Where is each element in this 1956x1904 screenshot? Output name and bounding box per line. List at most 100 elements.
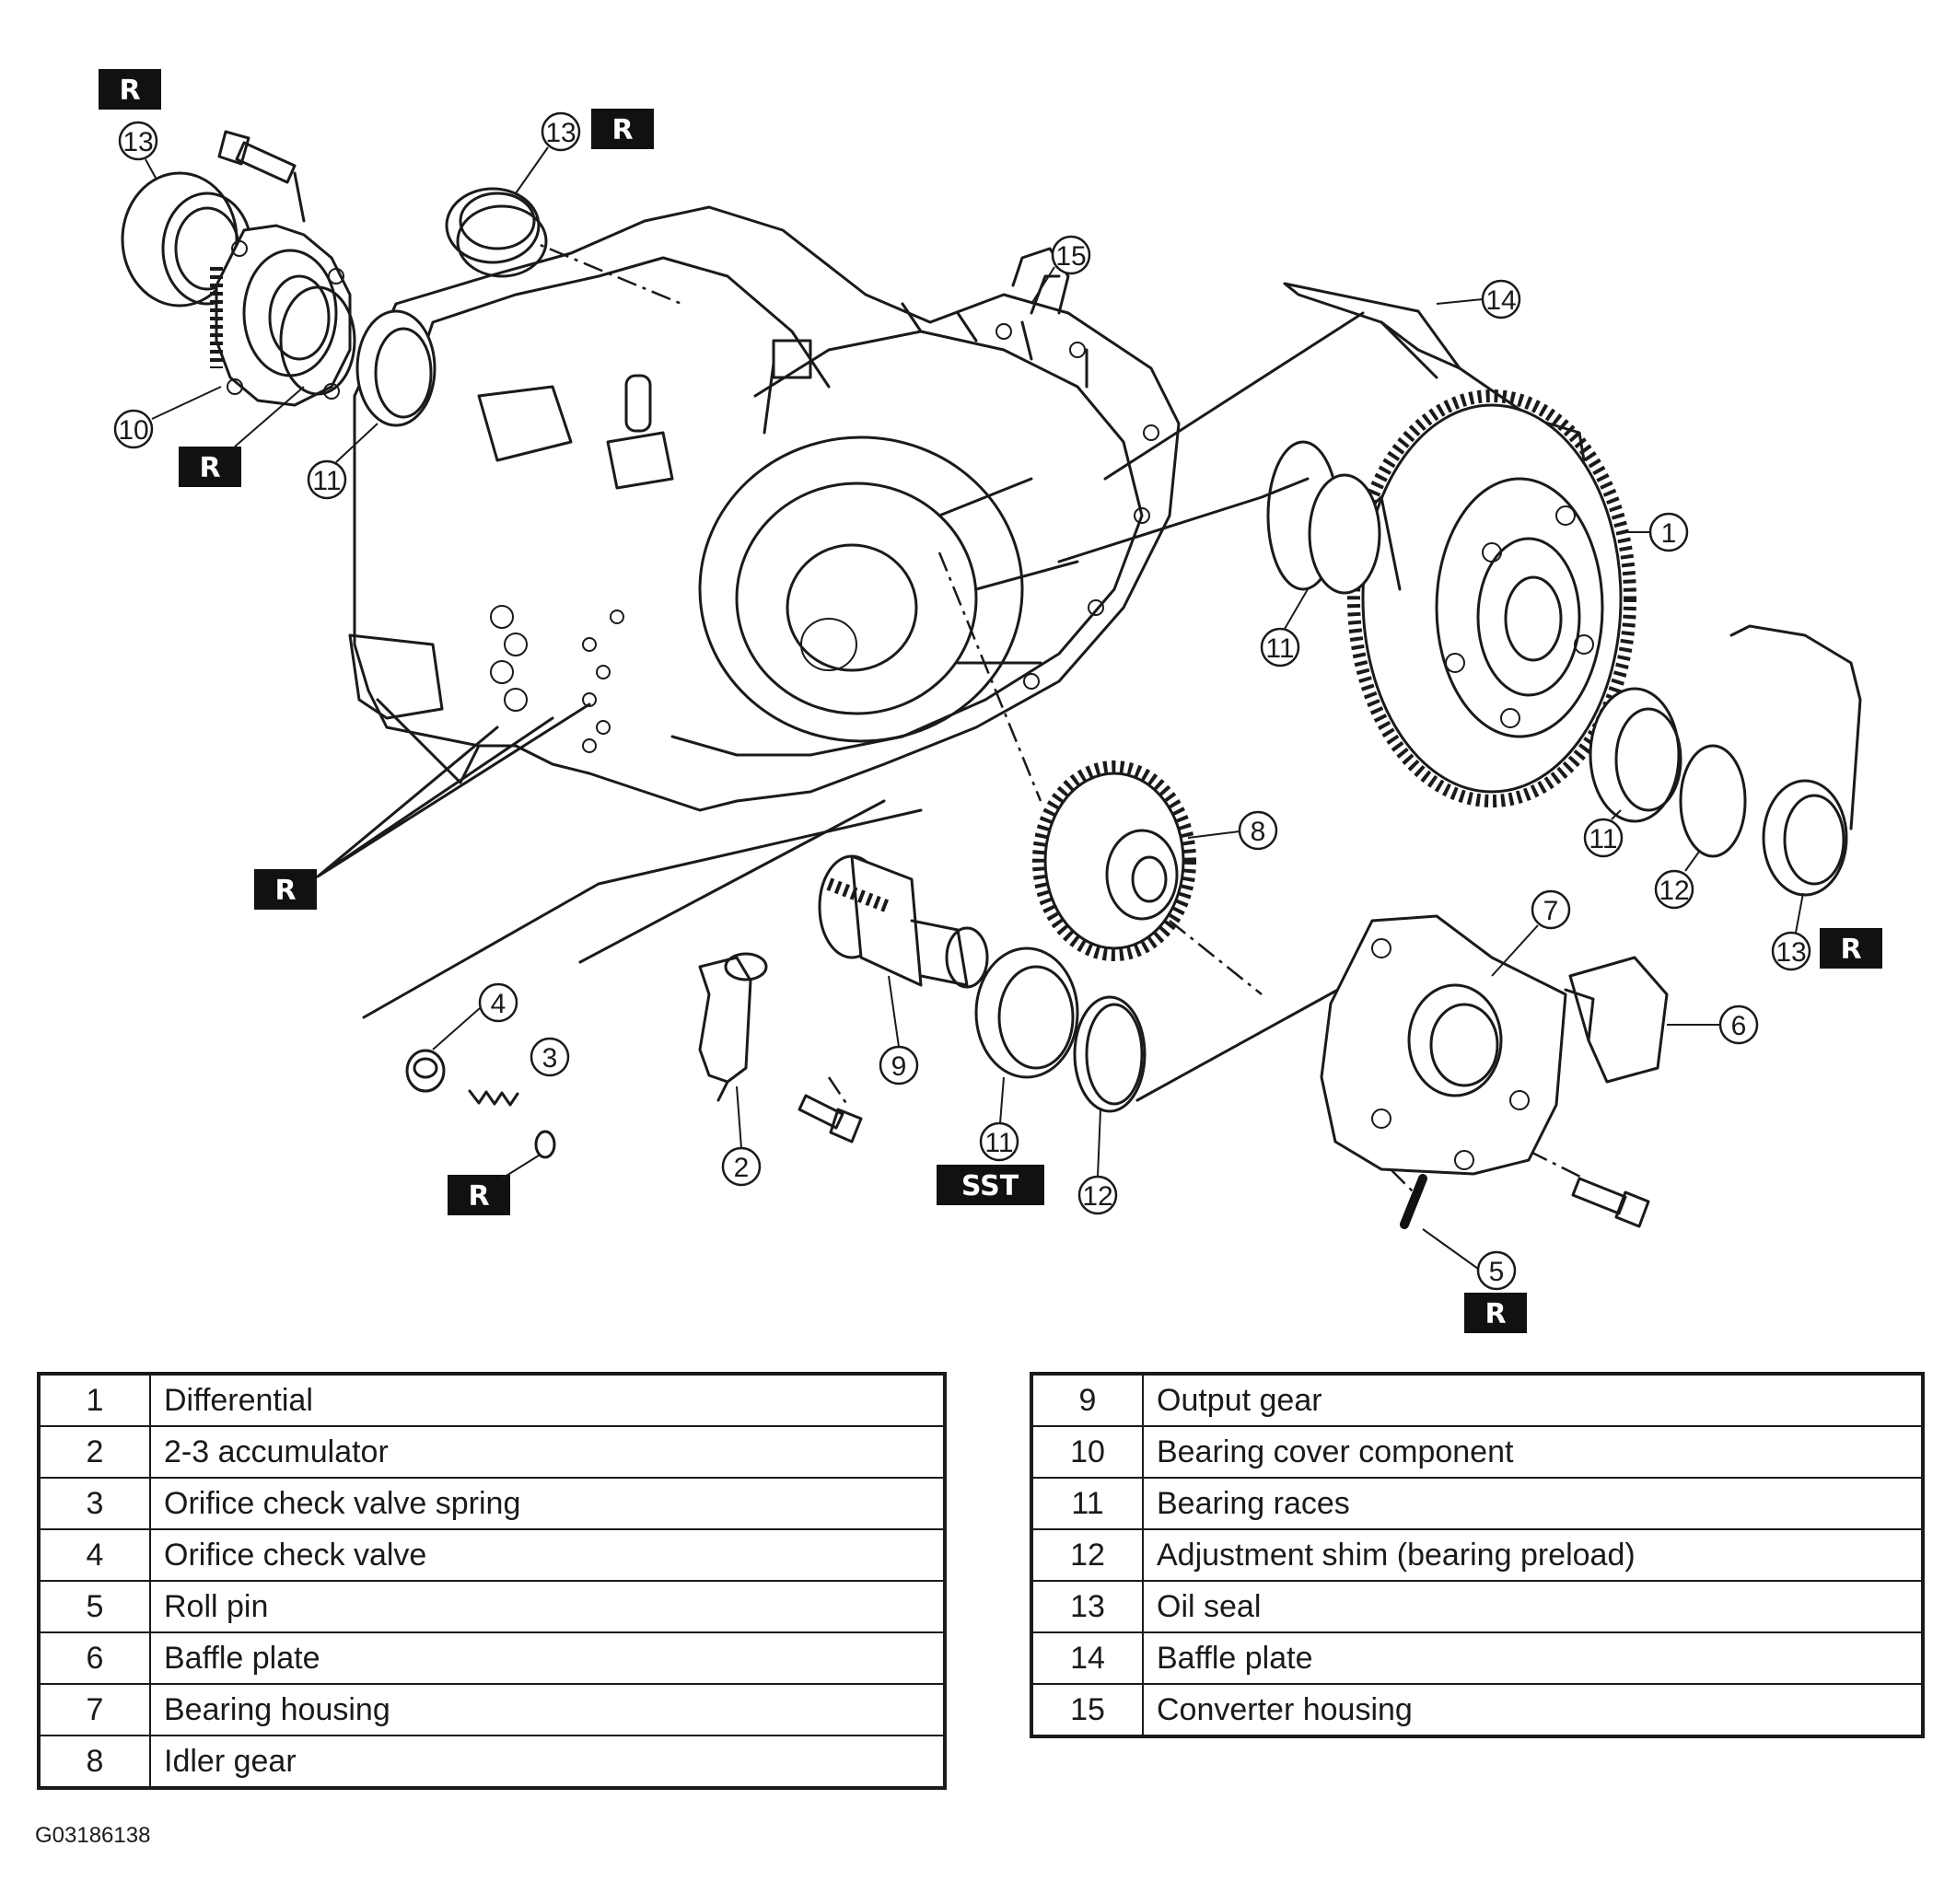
callout-12-lower: 12 xyxy=(1077,1175,1118,1215)
svg-text:7: 7 xyxy=(1543,896,1559,926)
exploded-parts-diagram: .ln { fill: none; stroke: #1a1a1a; strok… xyxy=(99,69,1882,1333)
callout-2: 2 xyxy=(721,1146,762,1187)
callout-8: 8 xyxy=(1238,810,1278,851)
svg-text:4: 4 xyxy=(491,989,506,1019)
callout-6: 6 xyxy=(1718,1004,1759,1045)
callout-4: 4 xyxy=(478,982,518,1023)
part-name: Bearing races xyxy=(1142,1477,1924,1530)
svg-text:6: 6 xyxy=(1731,1011,1747,1041)
part-name: Adjustment shim (bearing preload) xyxy=(1142,1528,1924,1582)
svg-text:R: R xyxy=(199,452,220,484)
callout-15: 15 xyxy=(1051,235,1091,275)
callout-5: 5 xyxy=(1476,1250,1517,1291)
svg-text:SST: SST xyxy=(961,1170,1019,1202)
svg-text:R: R xyxy=(1840,934,1861,966)
r-marker-top-left: R xyxy=(99,69,161,110)
svg-text:R: R xyxy=(611,114,633,146)
svg-text:9: 9 xyxy=(891,1051,907,1082)
bolt-accumulator xyxy=(798,1094,863,1144)
part-name: Oil seal xyxy=(1142,1580,1924,1633)
svg-text:11: 11 xyxy=(1589,824,1617,854)
part-name: Bearing cover component xyxy=(1142,1425,1924,1479)
svg-text:R: R xyxy=(119,75,140,107)
orifice-check-valve-spring xyxy=(468,1089,519,1107)
part-name: Baffle plate xyxy=(1142,1631,1924,1685)
differential xyxy=(1266,389,1636,807)
output-gear xyxy=(818,854,989,989)
bearing-race-differential-left xyxy=(1308,473,1381,595)
callout-7: 7 xyxy=(1531,889,1571,930)
sst-tool-outline xyxy=(1729,624,1862,830)
svg-text:13: 13 xyxy=(1776,937,1806,968)
oil-seal-right xyxy=(1762,779,1848,897)
baffle-plate-right xyxy=(1564,956,1669,1084)
r-marker-roll-pin: R xyxy=(1464,1293,1527,1333)
svg-text:12: 12 xyxy=(1082,1181,1112,1212)
bearing-race-lower xyxy=(974,946,1079,1079)
r-marker-o-ring-small: R xyxy=(448,1175,510,1215)
svg-text:R: R xyxy=(468,1180,489,1213)
svg-text:12: 12 xyxy=(1659,876,1689,906)
callout-12-right: 12 xyxy=(1654,869,1694,910)
part-name: Baffle plate xyxy=(149,1631,946,1685)
part-number: 15 xyxy=(1030,1683,1144,1737)
part-number: 3 xyxy=(38,1477,151,1530)
r-leader-lines xyxy=(316,702,591,878)
part-number: 2 xyxy=(38,1425,151,1479)
part-name: Roll pin xyxy=(149,1580,946,1633)
part-number: 6 xyxy=(38,1631,151,1685)
part-name: 2-3 accumulator xyxy=(149,1425,946,1479)
orifice-check-valve xyxy=(405,1049,446,1093)
svg-text:1: 1 xyxy=(1661,518,1677,549)
svg-text:10: 10 xyxy=(118,415,148,446)
svg-text:R: R xyxy=(1484,1298,1506,1330)
converter-housing xyxy=(348,205,1181,812)
part-name: Converter housing xyxy=(1142,1683,1924,1737)
roll-pin xyxy=(1400,1174,1427,1229)
part-name: Orifice check valve xyxy=(149,1528,946,1582)
svg-text:3: 3 xyxy=(542,1043,558,1074)
svg-text:15: 15 xyxy=(1055,241,1086,272)
callout-11-differential-right: 11 xyxy=(1583,818,1624,858)
part-number: 13 xyxy=(1030,1580,1144,1633)
part-name: Bearing housing xyxy=(149,1683,946,1736)
part-number: 4 xyxy=(38,1528,151,1582)
part-number: 10 xyxy=(1030,1425,1144,1479)
svg-text:13: 13 xyxy=(122,127,153,157)
part-number: 7 xyxy=(38,1683,151,1736)
part-number: 9 xyxy=(1030,1373,1144,1427)
svg-text:11: 11 xyxy=(312,466,341,496)
adjustment-shim-lower xyxy=(1073,995,1147,1113)
callout-11-top-left: 11 xyxy=(307,459,347,500)
callout-3: 3 xyxy=(530,1037,570,1077)
callout-13-top-center: 13 xyxy=(541,111,581,152)
callout-14: 14 xyxy=(1481,279,1521,319)
bearing-cover-component xyxy=(210,224,352,407)
part-number: 1 xyxy=(38,1373,151,1427)
svg-text:5: 5 xyxy=(1489,1257,1505,1287)
bearing-race-top-left xyxy=(355,309,437,427)
bolt-top-left xyxy=(217,130,306,223)
part-number: 11 xyxy=(1030,1477,1144,1530)
part-name: Output gear xyxy=(1142,1373,1924,1427)
bearing-race-differential-right xyxy=(1589,687,1681,823)
o-ring xyxy=(279,285,356,396)
r-marker-oil-seal-right: R xyxy=(1820,928,1882,969)
bearing-housing xyxy=(1320,914,1567,1176)
part-number: 5 xyxy=(38,1580,151,1633)
figure-id: G03186138 xyxy=(35,1823,151,1848)
callout-13-top-left: 13 xyxy=(118,121,158,161)
part-name: Differential xyxy=(149,1373,946,1427)
callout-1: 1 xyxy=(1648,512,1689,552)
